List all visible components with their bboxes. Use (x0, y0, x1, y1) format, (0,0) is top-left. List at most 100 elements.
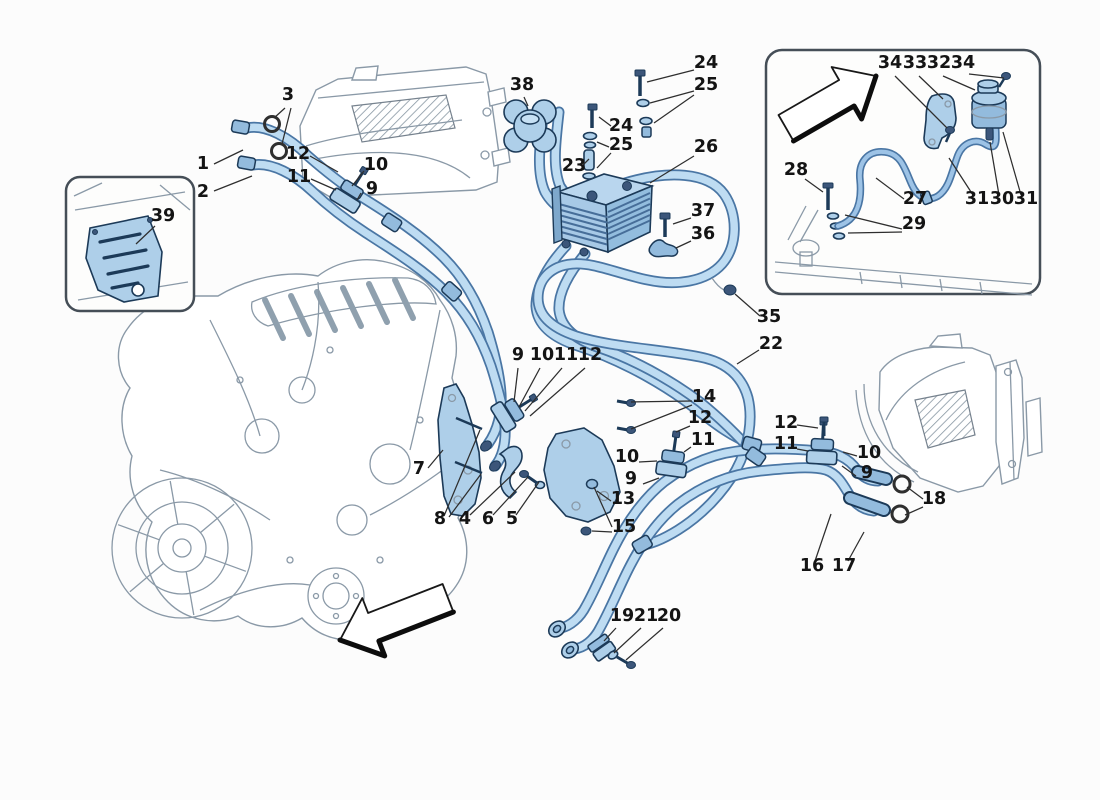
part-number: 33 (903, 53, 927, 73)
callout-18-47: 18 (904, 486, 946, 516)
leader-line (518, 367, 541, 408)
leader-line (1002, 131, 1022, 196)
part-number: 11 (774, 434, 798, 454)
part-number: 5 (506, 509, 518, 529)
leader-line (814, 513, 832, 562)
leader-line (356, 192, 362, 201)
leader-line (906, 486, 924, 500)
leader-line (596, 490, 612, 502)
leader-line (515, 481, 540, 516)
direction-arrow-up-right (777, 66, 879, 144)
callout-4-40: 4 (459, 471, 516, 529)
leader-line (213, 149, 244, 165)
leader-line (675, 240, 692, 249)
callout-30-26: 30 (989, 141, 1014, 209)
part-number: 11 (554, 345, 578, 365)
washer-25 (583, 141, 597, 149)
leader-line (847, 231, 903, 234)
leader-line (672, 217, 692, 225)
callout-9-29: 9 (512, 345, 524, 403)
part-number: 12 (286, 144, 310, 164)
part-number: 10 (364, 155, 388, 175)
o-ring-3 (270, 142, 288, 160)
part-number: 37 (691, 201, 715, 221)
part-number: 20 (657, 606, 681, 626)
o-ring-3 (263, 115, 281, 133)
callout-20-50: 20 (625, 606, 681, 661)
leader-line (273, 107, 286, 119)
clamp-19 (587, 633, 617, 662)
leader-line (894, 75, 948, 129)
callout-12-3: 12 (286, 144, 339, 173)
bracket-13 (543, 427, 621, 523)
part-number: 24 (694, 53, 718, 73)
leader-line (448, 473, 482, 518)
callout-32-21: 32 (927, 53, 976, 91)
callout-7-38: 7 (413, 449, 444, 479)
left-air-duct (299, 65, 511, 198)
leader-line (523, 96, 529, 107)
callout-24-9: 24 (646, 53, 718, 83)
part-number: 13 (611, 489, 635, 509)
callout-38-8: 38 (510, 75, 534, 107)
leader-line (804, 178, 824, 193)
pipe-end-fittings (843, 465, 893, 517)
callout-10-5: 10 (351, 155, 388, 187)
part-number: 16 (800, 556, 824, 576)
leader-line (796, 424, 819, 429)
callout-12-32: 12 (529, 345, 602, 417)
leader-line (638, 460, 658, 463)
callout-39-7: 39 (135, 206, 175, 245)
part-number: 32 (927, 53, 951, 73)
nut-15 (580, 526, 592, 536)
union-31 (920, 190, 933, 206)
part-number: 6 (482, 509, 494, 529)
cap-32 (977, 79, 999, 94)
part-number: 11 (287, 167, 311, 187)
gearbox-fins (262, 277, 416, 341)
leader-line (492, 476, 529, 516)
washer-21 (607, 650, 619, 660)
bolt-14 (616, 399, 636, 434)
washer-25 (582, 172, 596, 180)
callout-31-25: 31 (948, 157, 989, 209)
leader-line (603, 627, 617, 642)
callout-11-4: 11 (287, 167, 337, 191)
callout-15-44: 15 (591, 486, 636, 537)
part-number: 25 (694, 75, 718, 95)
leader-line (309, 155, 339, 173)
leader-line (646, 69, 695, 83)
leader-line (529, 367, 586, 417)
duct-grille (914, 389, 976, 449)
part-number: 35 (757, 307, 781, 327)
part-number: 9 (512, 345, 524, 365)
washer-25 (639, 116, 653, 126)
leader-line (630, 404, 693, 430)
leader-line (847, 531, 865, 562)
inset-reservoir-detail (764, 48, 1042, 296)
leader-line (443, 429, 481, 517)
leader-line (596, 141, 610, 148)
leader-line (649, 155, 695, 184)
leader-line (213, 175, 253, 192)
pins-8 (454, 416, 483, 475)
leader-line (591, 530, 613, 533)
leader-line (942, 75, 976, 91)
leader-line (351, 170, 365, 187)
leader-line (281, 107, 292, 145)
bracket-7 (437, 383, 482, 517)
direction-arrow-down-left (337, 583, 456, 659)
callout-3-2: 3 (273, 85, 294, 145)
part-number: 21 (634, 606, 658, 626)
callout-9-54: 9 (841, 463, 873, 483)
callout-6-41: 6 (482, 476, 529, 529)
leader-line (968, 73, 1005, 79)
leader-line (989, 141, 1000, 196)
bolt-20 (616, 655, 636, 669)
gearbox-line-art (111, 259, 468, 641)
part-number: 9 (861, 463, 873, 483)
callout-10-53: 10 (842, 443, 881, 463)
part-number: 24 (609, 116, 633, 136)
right-air-duct (855, 333, 1043, 493)
